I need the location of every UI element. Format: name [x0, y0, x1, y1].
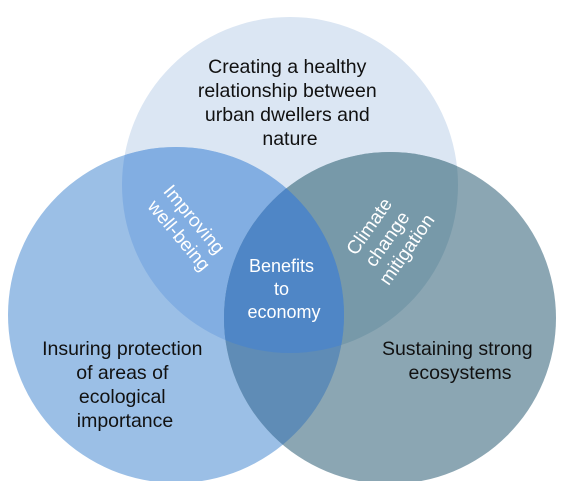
- right-circle-label: Sustaining strong ecosystems: [382, 338, 538, 384]
- center-overlap: [224, 152, 344, 353]
- center-label: Benefits to economy: [247, 256, 320, 322]
- top-circle-label: Creating a healthy relationship between …: [198, 56, 382, 150]
- left-circle-label: Insuring protection of areas of ecologic…: [42, 338, 208, 432]
